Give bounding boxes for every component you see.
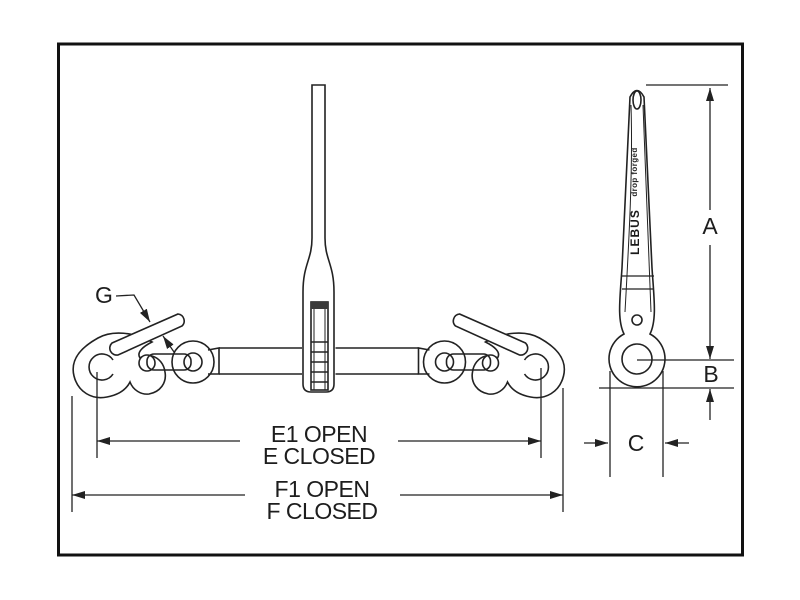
dim-f <box>71 388 564 512</box>
dimensions <box>71 84 734 512</box>
barrel-neck <box>207 347 220 375</box>
label-f1-open: F1 OPEN <box>275 476 370 502</box>
lever-brand-text: LEBUS <box>628 209 642 255</box>
label-f-closed: F CLOSED <box>266 498 377 524</box>
label-g: G <box>95 282 113 308</box>
connecting-pin <box>445 353 492 371</box>
lever-cast-text: drop forged <box>630 147 639 196</box>
dim-b <box>599 359 734 420</box>
hook-point-bill <box>452 313 529 356</box>
barrel-eye-hole <box>183 352 203 372</box>
label-e-closed: E CLOSED <box>263 443 375 469</box>
dimension-labels: G A B C E1 OPEN E CLOSED F1 OPEN F CLOSE… <box>95 213 719 524</box>
label-b: B <box>703 361 718 387</box>
label-c: C <box>628 430 645 456</box>
hook-mouth-line <box>88 353 114 381</box>
dim-e <box>96 368 542 458</box>
connecting-pin <box>146 353 192 371</box>
dim-c <box>584 371 689 477</box>
lever-edge-line-left <box>624 104 633 313</box>
left-hook-assembly <box>72 313 302 399</box>
dim-a <box>646 84 728 359</box>
ratchet-gear <box>310 301 329 391</box>
lever-pawl-hole <box>631 314 643 326</box>
label-e1-open: E1 OPEN <box>271 421 367 447</box>
barrel-neck <box>417 347 430 375</box>
right-hook-assembly <box>335 313 566 399</box>
label-a: A <box>702 213 718 239</box>
front-view <box>72 84 566 399</box>
barrel-eye-hole <box>434 352 455 372</box>
side-view: drop forged LEBUS <box>608 89 666 388</box>
drawing-frame <box>57 42 744 557</box>
lever-edge-line-right <box>642 104 652 313</box>
lever-body <box>608 89 666 388</box>
lever-eye-hole <box>621 343 653 375</box>
hook-mouth-line <box>523 353 550 381</box>
dim-g <box>115 294 175 353</box>
hook-point-bill <box>108 313 185 356</box>
lever-top-slot <box>632 90 642 110</box>
